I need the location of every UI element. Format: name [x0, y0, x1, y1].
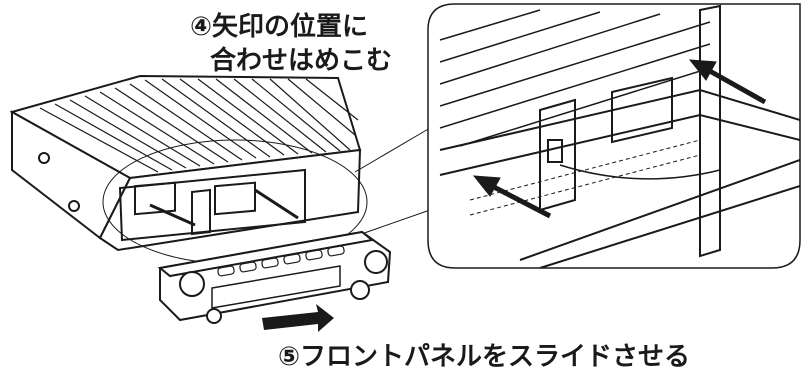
zoom-detail [427, 3, 801, 269]
zoom-grille [439, 9, 711, 147]
zoom-rail [519, 159, 800, 261]
radio-body [9, 74, 362, 252]
step4-caption-line2: 合わせはめこむ [210, 46, 393, 76]
callout-line [354, 127, 431, 173]
zoom-latch-hook [547, 139, 563, 163]
front-panel [157, 230, 392, 324]
knob-left-bottom [206, 308, 222, 324]
zoom-latch [539, 98, 576, 212]
mount-window-right [214, 181, 256, 216]
front-panel-display [211, 265, 341, 309]
knob-right-top [364, 250, 388, 274]
front-panel-top [157, 230, 375, 278]
arrow-diagonal-icon [472, 59, 767, 219]
zoom-post [699, 4, 721, 258]
screw-hole [38, 152, 50, 164]
center-latch [191, 188, 211, 236]
zoom-tab-right [611, 76, 673, 144]
step5-caption: ⑤フロントパネルをスライドさせる [278, 342, 691, 372]
arrow-diagonal-icon [149, 188, 299, 227]
arrow-right-icon [262, 304, 334, 332]
heatsink-fins [39, 78, 359, 173]
mount-frame [118, 168, 306, 242]
mount-window-left [134, 181, 176, 216]
knob-right-bottom [350, 280, 370, 300]
step4-caption-line1: ④矢印の位置に [190, 12, 369, 42]
screw-hole [68, 200, 80, 212]
front-panel-buttons [217, 245, 345, 277]
zoom-frame [427, 3, 801, 269]
speaker-grille [179, 271, 205, 297]
zoom-rail [539, 185, 800, 268]
zoom-cable [559, 164, 721, 180]
